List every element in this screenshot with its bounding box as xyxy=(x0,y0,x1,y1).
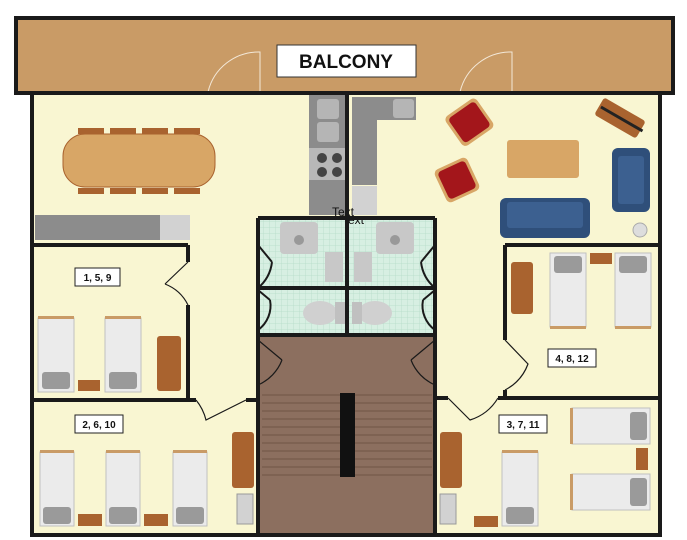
walls xyxy=(30,91,662,537)
kitchen: Text Text xyxy=(309,95,416,227)
room-label-2-6-10: 2, 6, 10 xyxy=(74,414,124,434)
balcony-door-right[interactable] xyxy=(459,51,513,93)
bedroom-furniture xyxy=(37,252,652,527)
toilet-icon xyxy=(358,301,392,325)
stairwell xyxy=(258,335,435,535)
room-label-3-7-11: 3, 7, 11 xyxy=(498,414,548,434)
balcony-label: BALCONY xyxy=(299,52,393,73)
balcony-door-left[interactable] xyxy=(207,51,261,93)
svg-text:4, 8, 12: 4, 8, 12 xyxy=(555,354,589,365)
svg-text:1, 5, 9: 1, 5, 9 xyxy=(84,273,112,284)
counter-end xyxy=(160,215,190,240)
room-label-1-5-9: 1, 5, 9 xyxy=(74,267,121,287)
armchair-red-icon xyxy=(434,157,480,203)
armchair-red-icon xyxy=(445,98,494,146)
dining-table xyxy=(62,128,216,194)
text-label: Text xyxy=(332,205,355,219)
coffee-table xyxy=(507,140,579,178)
svg-text:3, 7, 11: 3, 7, 11 xyxy=(507,420,540,431)
living-room xyxy=(434,98,650,238)
sink-icon xyxy=(317,99,339,119)
doors[interactable] xyxy=(164,244,529,421)
toilet-icon xyxy=(303,301,337,325)
balcony: BALCONY xyxy=(14,16,675,95)
bathroom-fixtures xyxy=(280,222,414,325)
room-label-4-8-12: 4, 8, 12 xyxy=(547,348,597,368)
svg-text:2, 6, 10: 2, 6, 10 xyxy=(82,420,116,431)
